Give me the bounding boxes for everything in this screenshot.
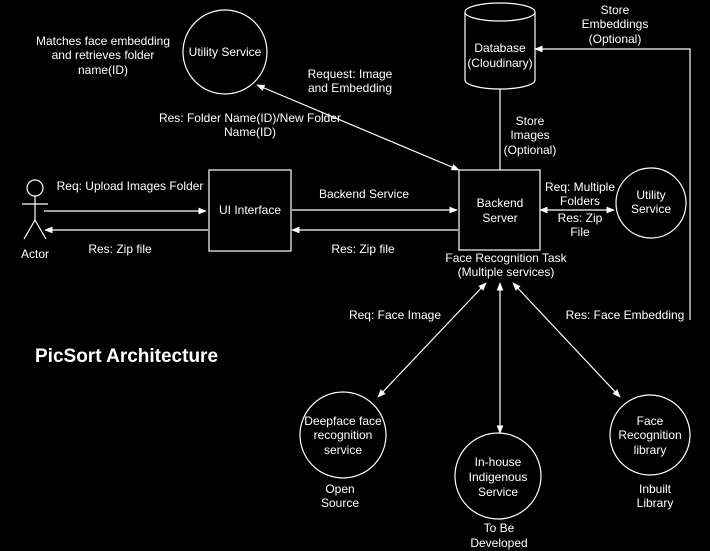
deepface-label-1: Deepface face	[304, 414, 382, 428]
annotation-to-be-developed-2: Developed	[470, 536, 527, 550]
utility-service-right-label-2: Service	[631, 202, 671, 216]
label-res-zip-file-2: File	[570, 225, 590, 239]
annotation-open-source-1: Open	[325, 482, 354, 496]
label-req-image-embedding-1: Request: Image	[308, 67, 393, 81]
annotation-inbuilt-2: Library	[637, 496, 674, 510]
label-res-folder-name-2: Name(ID)	[224, 125, 276, 139]
face-lib-label-3: library	[634, 443, 667, 457]
utility-service-top-label: Utility Service	[189, 45, 262, 59]
label-backend-service: Backend Service	[319, 187, 409, 201]
inhouse-label-1: In-house	[475, 455, 522, 469]
backend-server-label-1: Backend	[477, 196, 524, 210]
diagram-title: PicSort Architecture	[35, 346, 218, 367]
inhouse-circle[interactable]	[454, 432, 542, 520]
label-req-face-image: Req: Face Image	[349, 308, 441, 322]
face-lib-label-1: Face	[637, 414, 664, 428]
backend-server-label-2: Server	[482, 211, 517, 225]
label-res-face-embedding: Res: Face Embedding	[566, 308, 685, 322]
label-store-images-1: Store	[516, 114, 545, 128]
utility-service-top-circle[interactable]	[182, 9, 268, 95]
deepface-label-2: recognition	[314, 428, 373, 442]
actor-figure[interactable]	[22, 179, 48, 240]
ui-interface-label: UI Interface	[219, 203, 281, 217]
label-req-image-embedding-2: and Embedding	[308, 81, 392, 95]
deepface-label-3: service	[324, 443, 362, 457]
annotation-matches-1: Matches face embedding	[36, 34, 170, 48]
database-label-1: Database	[474, 41, 526, 55]
edge-backend-facelib	[512, 282, 621, 398]
label-store-images-3: (Optional)	[504, 143, 557, 157]
label-store-embeddings-1: Store	[601, 3, 630, 17]
face-lib-label-2: Recognition	[618, 428, 681, 442]
label-res-zip-ui: Res: Zip file	[331, 242, 395, 256]
face-lib-circle[interactable]	[609, 394, 691, 476]
database-cylinder[interactable]	[464, 2, 536, 90]
label-req-multiple-folders-1: Req: Multiple	[545, 180, 615, 194]
actor-head	[26, 179, 44, 197]
utility-service-right-circle[interactable]	[615, 167, 687, 239]
deepface-circle[interactable]	[299, 391, 387, 479]
utility-service-right-label-1: Utility	[636, 188, 665, 202]
actor-label: Actor	[21, 247, 49, 261]
annotation-to-be-developed-1: To Be	[484, 521, 515, 535]
label-res-zip-actor: Res: Zip file	[88, 242, 152, 256]
inhouse-label-3: Service	[478, 485, 518, 499]
annotation-face-task-1: Face Recognition Task	[445, 251, 567, 265]
ui-interface-box[interactable]	[208, 169, 292, 252]
backend-server-box[interactable]	[458, 169, 541, 251]
inhouse-label-2: Indigenous	[469, 470, 528, 484]
label-req-upload: Req: Upload Images Folder	[57, 179, 204, 193]
label-req-multiple-folders-2: Folders	[560, 194, 600, 208]
label-store-images-2: Images	[510, 128, 549, 142]
edge-backend-utility-top	[256, 84, 460, 171]
database-label-2: (Cloudinary)	[467, 56, 532, 70]
annotation-open-source-2: Source	[321, 496, 359, 510]
annotation-matches-3: name(ID)	[78, 63, 128, 77]
label-res-folder-name-1: Res: Folder Name(ID)/New Folder	[159, 111, 341, 125]
annotation-face-task-2: (Multiple services)	[458, 265, 555, 279]
annotation-matches-2: and retrieves folder	[52, 48, 155, 62]
annotation-inbuilt-1: Inbuilt	[639, 482, 672, 496]
edge-backend-deepface	[377, 282, 487, 398]
label-res-zip-file-1: Res: Zip	[558, 211, 603, 225]
label-store-embeddings-2: Embeddings	[582, 17, 649, 31]
label-store-embeddings-3: (Optional)	[589, 32, 642, 46]
edge-embedding-to-database	[534, 45, 691, 320]
